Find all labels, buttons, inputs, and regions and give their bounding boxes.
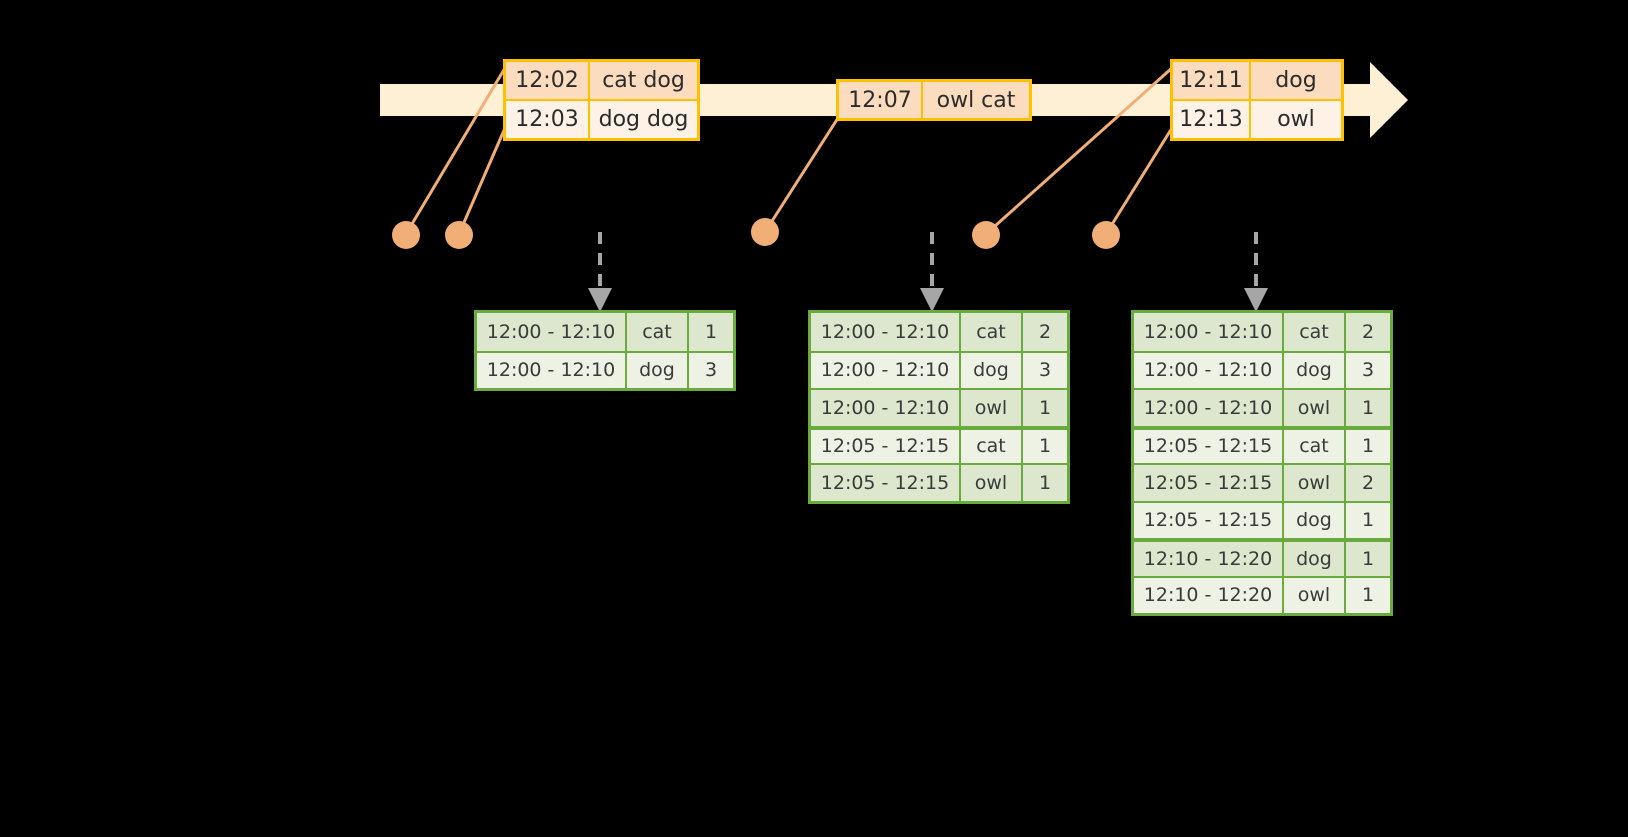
cell-count: 1 — [1344, 502, 1390, 538]
cell-count: 2 — [1344, 465, 1390, 501]
cell-count: 1 — [1021, 429, 1067, 463]
table-row: 12:00 - 12:10 owl 1 — [811, 388, 1067, 426]
table-row: 12:00 - 12:10 cat 2 — [811, 313, 1067, 351]
event-row: 12:02 cat dog — [506, 62, 697, 99]
cell-word: cat — [625, 313, 687, 351]
table-row: 12:05 - 12:15 cat 1 — [811, 425, 1067, 463]
event-marker-dot-4 — [972, 221, 1000, 249]
cell-count: 1 — [1344, 429, 1390, 463]
table-row: 12:05 - 12:15 owl 2 — [1134, 463, 1390, 501]
table-row: 12:05 - 12:15 owl 1 — [811, 463, 1067, 501]
cell-word: cat — [959, 429, 1021, 463]
trigger-arrow-1 — [588, 232, 612, 312]
cell-word: owl — [1282, 390, 1344, 426]
cell-word: owl — [959, 390, 1021, 426]
event-group-2: 12:07 owl cat — [836, 79, 1032, 121]
cell-word: dog — [1282, 542, 1344, 576]
cell-count: 1 — [1021, 465, 1067, 501]
cell-count: 3 — [1344, 352, 1390, 388]
cell-count: 1 — [687, 313, 733, 351]
event-markers — [392, 218, 1120, 249]
connector-5 — [1104, 127, 1174, 235]
table-row: 12:00 - 12:10 dog 3 — [1134, 350, 1390, 388]
table-row: 12:00 - 12:10 cat 2 — [1134, 313, 1390, 351]
cell-window: 12:00 - 12:10 — [811, 352, 959, 388]
event-words: owl — [1251, 101, 1341, 138]
event-marker-dot-5 — [1092, 221, 1120, 249]
connector-1 — [404, 67, 507, 235]
connector-2 — [457, 127, 507, 235]
table-row: 12:10 - 12:20 owl 1 — [1134, 575, 1390, 613]
cell-count: 1 — [1344, 542, 1390, 576]
event-marker-dot-1 — [392, 221, 420, 249]
table-row: 12:05 - 12:15 cat 1 — [1134, 425, 1390, 463]
event-time: 12:13 — [1173, 101, 1251, 138]
cell-window: 12:05 - 12:15 — [1134, 429, 1282, 463]
cell-word: dog — [625, 352, 687, 388]
cell-count: 1 — [1344, 577, 1390, 613]
event-words: dog dog — [590, 101, 697, 138]
cell-window: 12:00 - 12:10 — [811, 390, 959, 426]
cell-word: cat — [1282, 313, 1344, 351]
trigger-arrow-3 — [1244, 232, 1268, 312]
cell-window: 12:00 - 12:10 — [477, 352, 625, 388]
cell-count: 1 — [1344, 390, 1390, 426]
cell-word: cat — [959, 313, 1021, 351]
cell-word: owl — [1282, 577, 1344, 613]
cell-window: 12:05 - 12:15 — [1134, 465, 1282, 501]
cell-window: 12:00 - 12:10 — [1134, 390, 1282, 426]
cell-word: owl — [959, 465, 1021, 501]
result-table-3: 12:00 - 12:10 cat 2 12:00 - 12:10 dog 3 … — [1131, 310, 1393, 616]
cell-window: 12:10 - 12:20 — [1134, 577, 1282, 613]
cell-count: 3 — [1021, 352, 1067, 388]
cell-count: 2 — [1021, 313, 1067, 351]
event-time: 12:03 — [506, 101, 590, 138]
cell-window: 12:00 - 12:10 — [1134, 352, 1282, 388]
cell-word: dog — [1282, 502, 1344, 538]
trigger-arrows — [588, 232, 1268, 312]
event-marker-dot-3 — [751, 218, 779, 246]
trigger-arrow-2 — [920, 232, 944, 312]
event-words: cat dog — [590, 62, 697, 99]
cell-word: dog — [1282, 352, 1344, 388]
cell-word: owl — [1282, 465, 1344, 501]
result-table-1: 12:00 - 12:10 cat 1 12:00 - 12:10 dog 3 — [474, 310, 736, 391]
event-time: 12:07 — [839, 82, 923, 118]
table-row: 12:00 - 12:10 cat 1 — [477, 313, 733, 351]
event-group-1: 12:02 cat dog 12:03 dog dog — [503, 59, 700, 141]
result-table-2: 12:00 - 12:10 cat 2 12:00 - 12:10 dog 3 … — [808, 310, 1070, 504]
event-row: 12:03 dog dog — [506, 99, 697, 138]
table-row: 12:00 - 12:10 dog 3 — [477, 350, 733, 388]
connector-3 — [763, 117, 840, 233]
event-time: 12:02 — [506, 62, 590, 99]
cell-window: 12:05 - 12:15 — [1134, 502, 1282, 538]
cell-count: 3 — [687, 352, 733, 388]
cell-count: 2 — [1344, 313, 1390, 351]
event-group-3: 12:11 dog 12:13 owl — [1170, 59, 1344, 141]
event-words: dog — [1251, 62, 1341, 99]
event-marker-dot-2 — [445, 221, 473, 249]
table-row: 12:05 - 12:15 dog 1 — [1134, 500, 1390, 538]
cell-word: dog — [959, 352, 1021, 388]
event-row: 12:07 owl cat — [839, 82, 1029, 118]
table-row: 12:10 - 12:20 dog 1 — [1134, 538, 1390, 576]
event-row: 12:11 dog — [1173, 62, 1341, 99]
table-row: 12:00 - 12:10 dog 3 — [811, 350, 1067, 388]
cell-window: 12:05 - 12:15 — [811, 465, 959, 501]
cell-window: 12:00 - 12:10 — [811, 313, 959, 351]
cell-count: 1 — [1021, 390, 1067, 426]
event-row: 12:13 owl — [1173, 99, 1341, 138]
cell-window: 12:00 - 12:10 — [477, 313, 625, 351]
event-time: 12:11 — [1173, 62, 1251, 99]
cell-word: cat — [1282, 429, 1344, 463]
table-row: 12:00 - 12:10 owl 1 — [1134, 388, 1390, 426]
cell-window: 12:00 - 12:10 — [1134, 313, 1282, 351]
cell-window: 12:05 - 12:15 — [811, 429, 959, 463]
cell-window: 12:10 - 12:20 — [1134, 542, 1282, 576]
event-words: owl cat — [923, 82, 1029, 118]
